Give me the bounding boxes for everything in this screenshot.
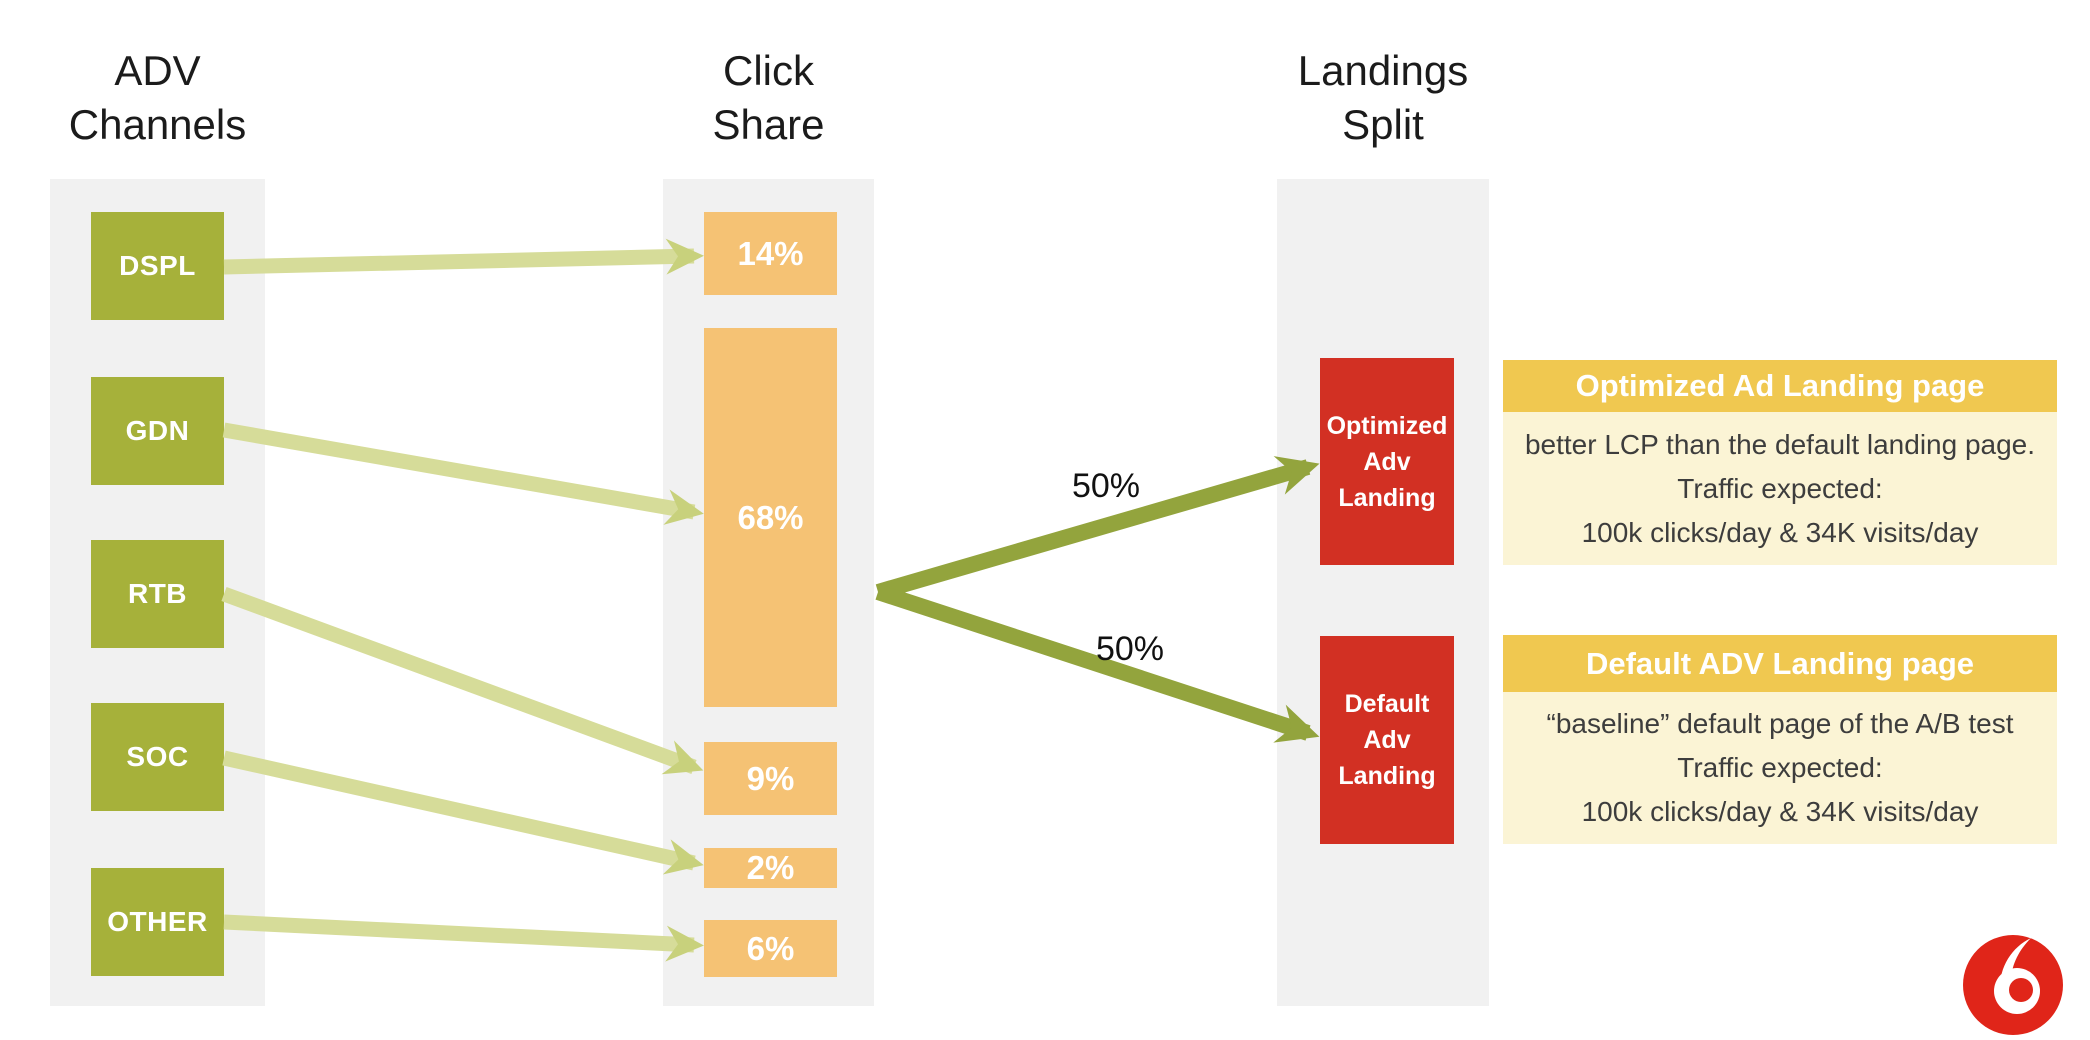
- panel-body-line: Traffic expected:: [1677, 472, 1883, 504]
- arrow-soc-to-2: [222, 750, 704, 875]
- share-box-9: 9%: [704, 742, 837, 815]
- channel-label: DSPL: [119, 250, 196, 281]
- landings-split-title: Landings Split: [1277, 44, 1489, 152]
- landing-box-line: Optimized: [1326, 411, 1448, 440]
- landings-split-column-bg: [1277, 179, 1489, 1006]
- share-box-68: 68%: [704, 328, 837, 707]
- adv-channels-title-line2: Channels: [68, 101, 247, 148]
- adv-channels-title: ADV Channels: [50, 44, 265, 152]
- landing-box-line: Landing: [1338, 762, 1436, 790]
- arrow-gdn-to-68: [222, 422, 704, 525]
- channel-box-dspl: DSPL: [91, 212, 224, 320]
- split-label-bottom: 50%: [1095, 630, 1165, 668]
- click-share-title-line1: Click: [723, 47, 814, 94]
- landing-box-line: Landing: [1338, 483, 1436, 512]
- channel-label: SOC: [126, 741, 189, 772]
- panel-body-line: better LCP than the default landing page…: [1524, 428, 2036, 460]
- click-share-title: Click Share: [663, 44, 874, 152]
- share-label: 2%: [746, 849, 795, 886]
- share-box-14: 14%: [704, 212, 837, 295]
- channel-box-gdn: GDN: [91, 377, 224, 485]
- share-label: 6%: [746, 929, 795, 967]
- share-label: 9%: [746, 759, 795, 797]
- panel-default-body: “baseline” default page of the A/B test …: [1503, 692, 2057, 844]
- arrow-rtb-to-9: [221, 586, 704, 775]
- channel-box-soc: SOC: [91, 703, 224, 811]
- landing-box-line: Default: [1344, 690, 1430, 718]
- panel-default-header: Default ADV Landing page: [1503, 635, 2057, 692]
- split-label-top: 50%: [1071, 467, 1141, 505]
- share-box-2: 2%: [704, 848, 837, 888]
- channel-label: RTB: [127, 578, 188, 609]
- channel-label: GDN: [125, 415, 190, 446]
- share-box-6: 6%: [704, 920, 837, 977]
- panel-body-line: “baseline” default page of the A/B test: [1546, 708, 2014, 739]
- landing-box-line: Adv: [1363, 726, 1411, 754]
- landing-box-line: Adv: [1363, 447, 1411, 476]
- landings-split-title-line2: Split: [1342, 101, 1424, 148]
- arrow-other-to-6: [223, 914, 704, 962]
- panel-optimized-body: better LCP than the default landing page…: [1503, 412, 2057, 565]
- channel-box-rtb: RTB: [91, 540, 224, 648]
- channel-box-other: OTHER: [91, 868, 224, 976]
- landings-split-title-line1: Landings: [1297, 47, 1469, 94]
- click-share-title-line2: Share: [712, 101, 825, 148]
- channel-label: OTHER: [107, 906, 208, 937]
- arrow-dspl-to-14: [223, 238, 704, 275]
- panel-body-line: 100k clicks/day & 34K visits/day: [1581, 796, 1979, 827]
- vodafone-logo: [1963, 935, 2063, 1035]
- share-label: 14%: [737, 234, 804, 272]
- share-label: 68%: [737, 498, 804, 536]
- landing-box-default: Default Adv Landing: [1320, 636, 1454, 844]
- panel-optimized-header: Optimized Ad Landing page: [1503, 360, 2057, 412]
- landing-box-optimized: Optimized Adv Landing: [1320, 358, 1454, 565]
- adv-channels-title-line1: ADV: [114, 47, 201, 94]
- panel-body-line: Traffic expected:: [1677, 752, 1883, 783]
- panel-body-line: 100k clicks/day & 34K visits/day: [1581, 516, 1979, 548]
